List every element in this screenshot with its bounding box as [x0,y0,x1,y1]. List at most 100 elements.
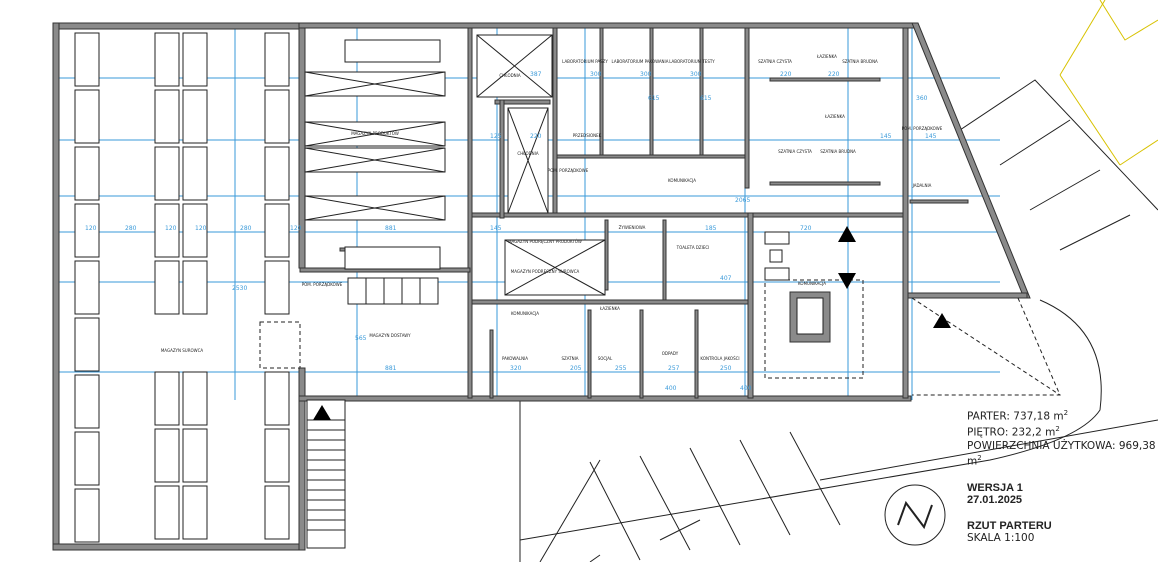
dimension-label: 2530 [232,285,247,292]
unit-sup: 2 [1063,409,1069,417]
storage-rack [264,428,290,483]
dimension-label: 125 [490,133,502,140]
dimension-label: 720 [800,225,812,232]
dimension-label: 615 [648,95,660,102]
storage-rack [74,89,100,144]
room-label: TOALETA DZIECI [676,245,710,250]
room-label: SZATNIA BRUDNA [842,59,878,64]
dimension-label: 881 [385,225,397,232]
storage-rack [182,203,208,258]
room-label: MAGAZYN SUROWCA [161,348,204,353]
dimension-label: 145 [925,133,937,140]
storage-rack [74,317,100,372]
dimension-label: 300 [640,71,652,78]
plan-details [259,34,1061,549]
storage-rack [154,260,180,315]
site-lines [519,0,1158,562]
drawing-title: RZUT PARTERU [967,519,1052,532]
room-label: SZATNIA CZYSTA [778,149,812,154]
title-block: PARTER: 737,18 m2 PIĘTRO: 232,2 m2 POWIE… [967,407,1158,544]
dimension-label: 250 [720,365,732,372]
entrance-arrow-icon [933,313,951,328]
room-label: ŁAZIENKA [824,114,845,119]
room-label: POM. PORZĄDKOWE [302,282,343,287]
version: WERSJA 1 [967,481,1023,494]
dimension-label: 360 [916,95,928,102]
storage-rack [154,146,180,201]
entrance-markers [313,226,951,420]
storage-rack [182,260,208,315]
stair-down-arrow-icon [838,273,856,289]
storage-rack [264,371,290,426]
ground-floor-area: PARTER: 737,18 m [967,410,1064,423]
room-label: KONTROLA JAKOŚCI [700,356,739,361]
dimension-label: 615 [700,95,712,102]
storage-rack [182,485,208,540]
date: 27.01.2025 [967,493,1023,506]
room-label: MAGAZYN PRODUKTÓW [351,131,399,136]
storage-racks [74,32,290,543]
storage-rack [182,428,208,483]
storage-rack [74,431,100,486]
room-label: ŁAZIENKA [816,54,837,59]
stair-up-arrow-icon [838,226,856,242]
dimension-label: 387 [530,71,542,78]
scale: SKALA 1:100 [967,531,1035,544]
dimension-label: 407 [720,275,732,282]
room-label: JADALNIA [912,183,932,188]
storage-rack [154,485,180,540]
dimension-label: 2065 [735,197,750,204]
storage-rack [264,203,290,258]
room-label: KOMUNIKACJA [668,178,696,183]
room-label: LABORATORIUM PASZY [562,59,608,64]
storage-rack [264,146,290,201]
storage-rack [154,428,180,483]
storage-rack [264,485,290,540]
room-label: SZATNIA [561,356,578,361]
room-label: PAKOWALNIA [502,356,528,361]
storage-rack [154,203,180,258]
dimension-label: 220 [530,133,542,140]
room-label: ODPADY [662,351,679,356]
room-label: ŁAZIENKA [599,306,620,311]
storage-rack [154,89,180,144]
storage-rack [74,203,100,258]
dimension-label: 120 [165,225,177,232]
storage-rack [182,89,208,144]
room-label: LABORATORIUM PAKOWANIA [612,59,669,64]
room-label: SZATNIA CZYSTA [758,59,792,64]
storage-rack [154,371,180,426]
storage-rack [74,32,100,87]
room-label: LABORATORIUM TESTY [669,59,715,64]
unit-sup: 2 [1055,424,1060,433]
room-label: CHŁODNIA [499,73,520,78]
dimension-label: 320 [510,365,522,372]
dimension-label: 145 [490,225,502,232]
dimension-label: 220 [780,71,792,78]
first-floor-area: PIĘTRO: 232,2 m [967,426,1056,438]
storage-rack [264,89,290,144]
room-label: MAGAZYN PODRĘCZNY SUROWCA [511,269,580,274]
room-label: KOMUNIKACJA [798,281,826,286]
storage-rack [264,32,290,87]
room-label: SZATNIA BRUDNA [820,149,856,154]
dimension-label: 120 [290,225,302,232]
room-label: MAGAZYN PODRĘCZNY PRODUKTÓW [508,239,582,244]
room-label: POM. PORZĄDKOWE [548,168,589,173]
dimension-label: 120 [195,225,207,232]
dimension-label: 220 [828,71,840,78]
entrance-arrow-icon [313,405,331,420]
dimension-label: 145 [880,133,892,140]
storage-rack [154,32,180,87]
dimension-label: 257 [668,365,680,372]
dimension-label: 881 [385,365,397,372]
storage-rack [182,371,208,426]
dimension-label: 565 [355,335,367,342]
dimension-label: 300 [690,71,702,78]
walls [52,22,1031,551]
dimension-label: 185 [705,225,717,232]
dimension-label: 205 [570,365,582,372]
dimension-label: 280 [125,225,137,232]
